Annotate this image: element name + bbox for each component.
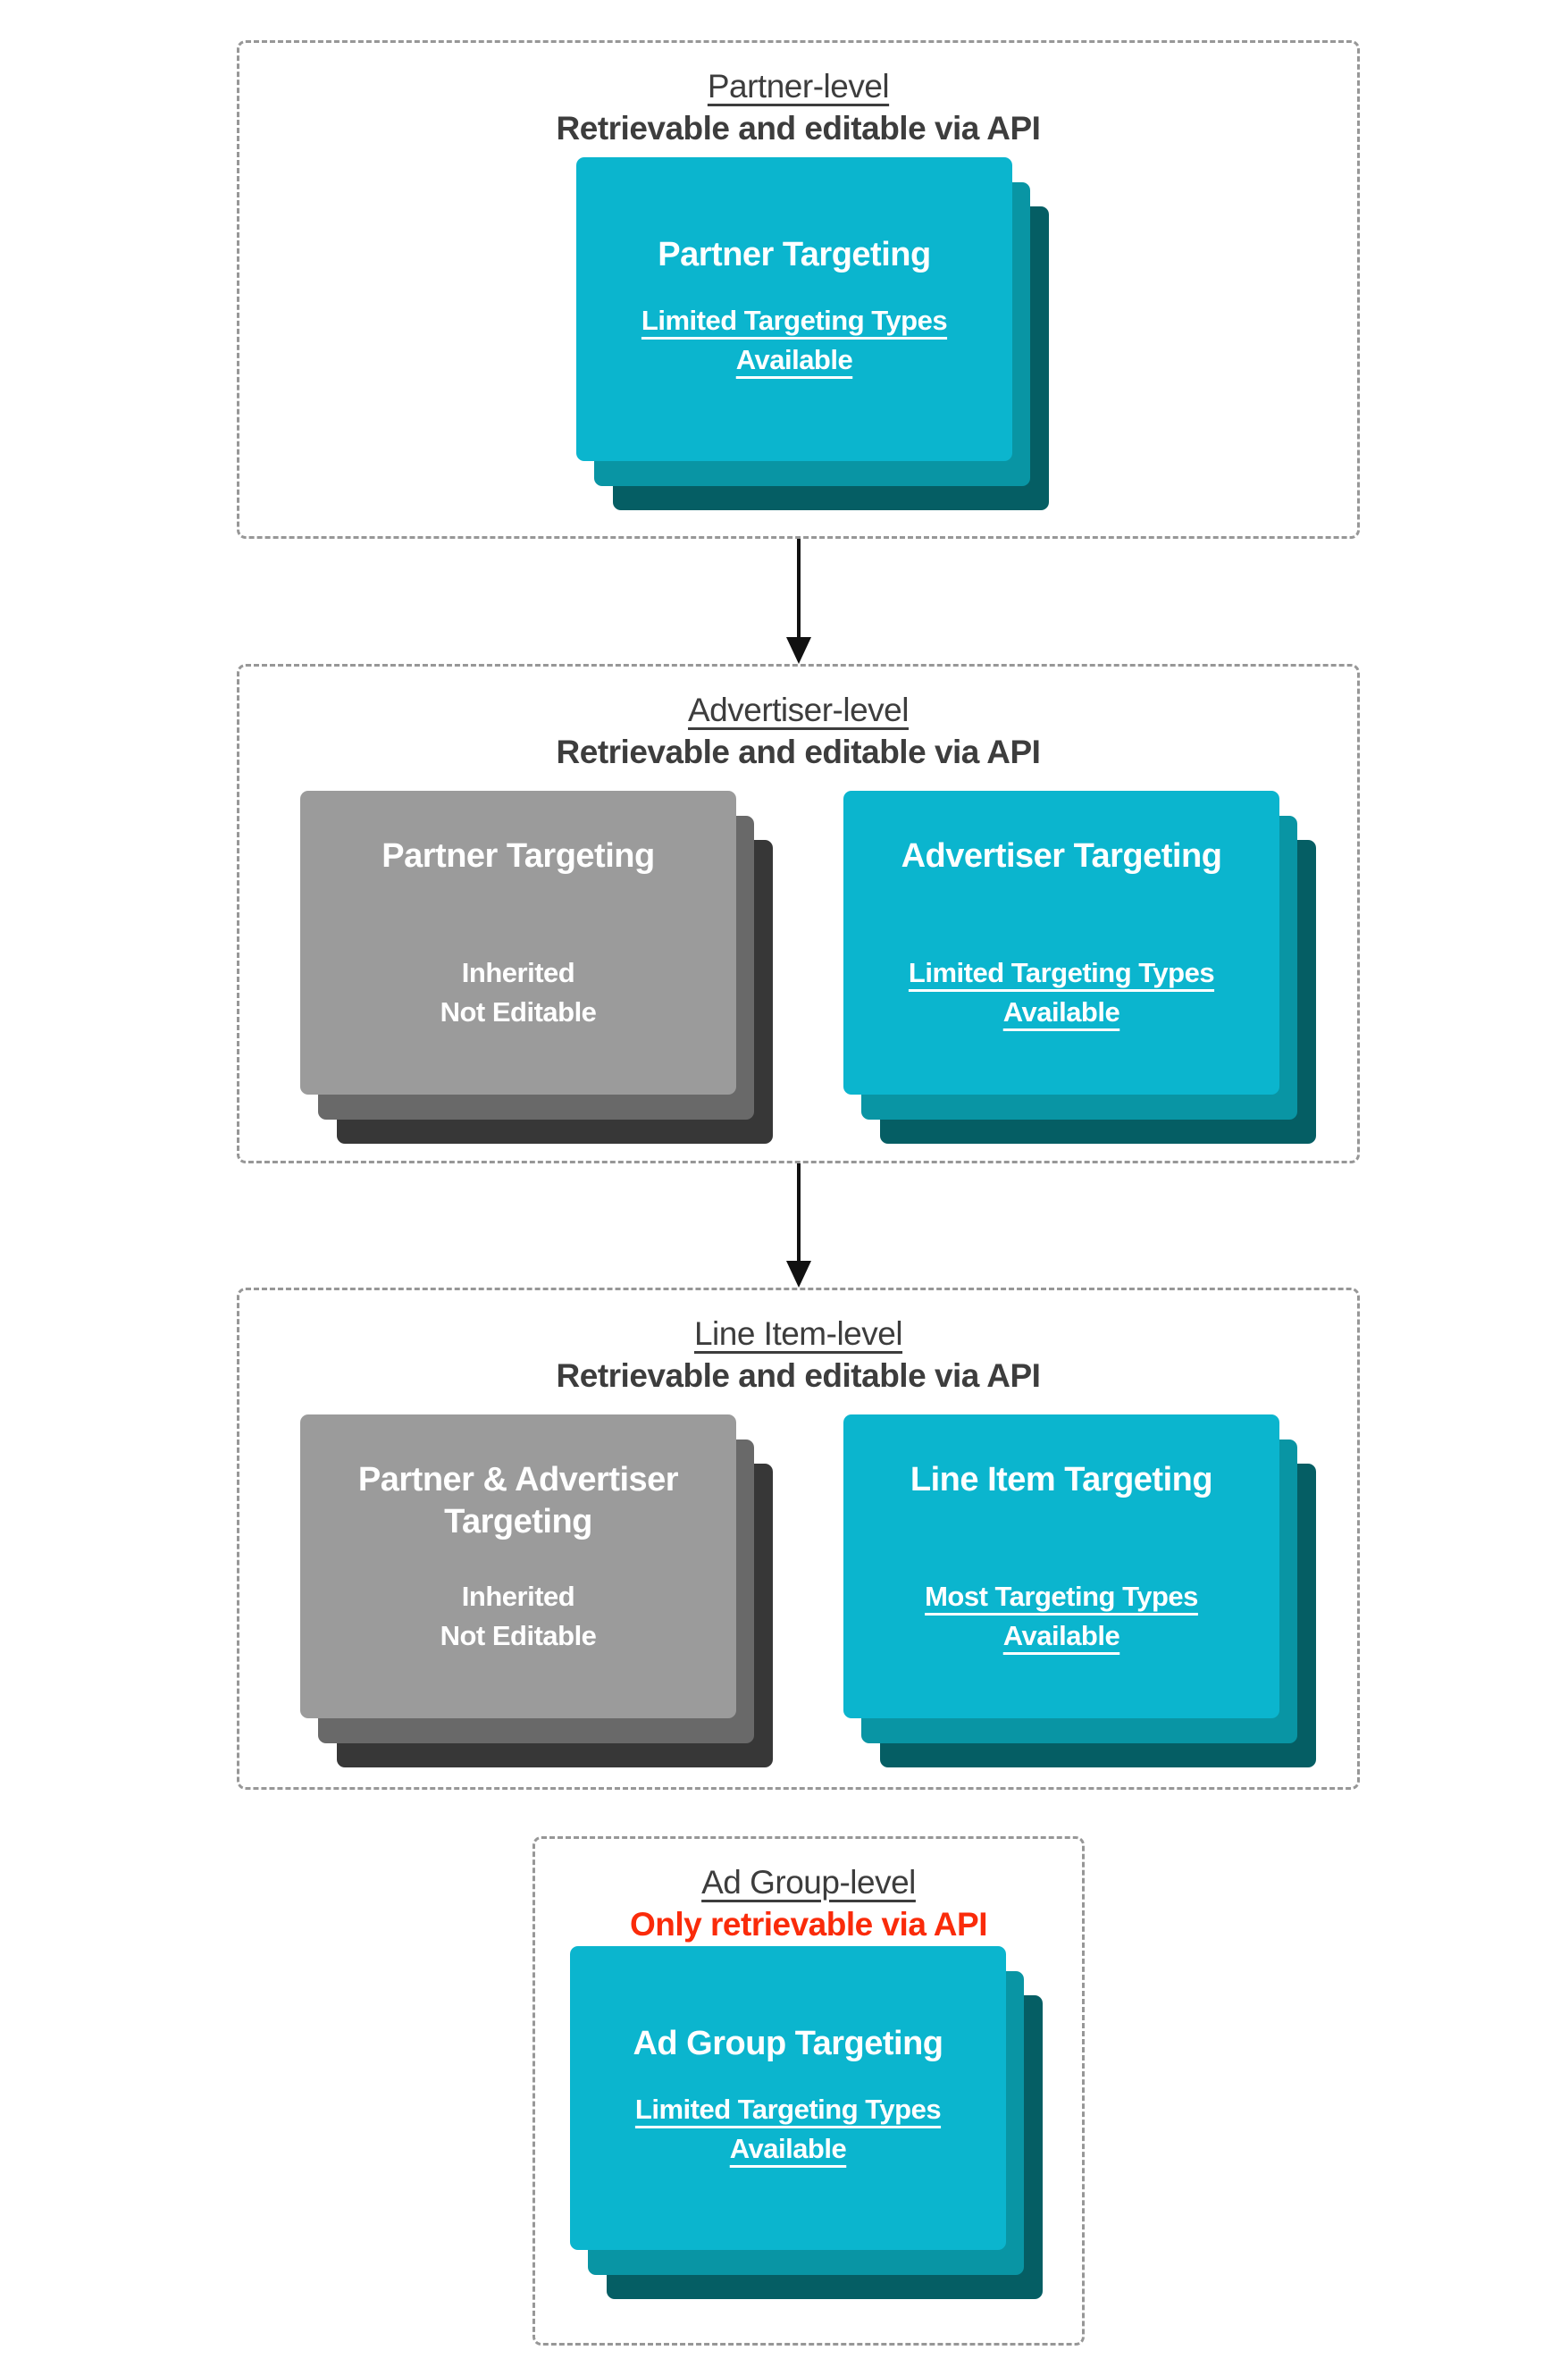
card-title-line: Advertiser Targeting bbox=[901, 837, 1222, 875]
arrow-head-icon bbox=[786, 1261, 811, 1288]
card-title-line: Targeting bbox=[444, 1503, 592, 1540]
card-stack-partner-targeting: Partner Targeting Limited Targeting Type… bbox=[576, 157, 1049, 510]
card-subtitle: Inherited Not Editable bbox=[440, 953, 597, 1032]
card-subtitle: Limited Targeting Types Available bbox=[908, 953, 1215, 1032]
section-title: Partner-level bbox=[707, 68, 890, 105]
card-subtitle-line: Inherited bbox=[461, 1581, 575, 1612]
section-header: Ad Group-level Only retrievable via API bbox=[535, 1839, 1082, 1945]
card-stack-inherited-partner-targeting: Partner Targeting Inherited Not Editable bbox=[300, 791, 773, 1144]
card-title: Partner Targeting bbox=[382, 835, 655, 919]
arrow-line bbox=[797, 539, 801, 637]
card-subtitle-line: Limited Targeting Types bbox=[634, 2094, 942, 2125]
section-access-note: Retrievable and editable via API bbox=[556, 734, 1041, 770]
targeting-card: Partner Targeting Limited Targeting Type… bbox=[576, 157, 1012, 461]
card-subtitle-line: Available bbox=[1002, 1620, 1120, 1651]
card-title: Partner Targeting bbox=[658, 234, 931, 276]
section-access-note: Retrievable and editable via API bbox=[556, 110, 1041, 147]
card-title-line: Partner Targeting bbox=[382, 837, 655, 875]
targeting-card: Partner & Advertiser Targeting Inherited… bbox=[300, 1414, 736, 1718]
card-subtitle: Limited Targeting Types Available bbox=[641, 301, 948, 380]
card-subtitle: Most Targeting Types Available bbox=[925, 1577, 1198, 1656]
card-subtitle-line: Limited Targeting Types bbox=[641, 305, 948, 336]
card-stack-advertiser-targeting: Advertiser Targeting Limited Targeting T… bbox=[843, 791, 1316, 1144]
card-stack-inherited-partner-advertiser-targeting: Partner & Advertiser Targeting Inherited… bbox=[300, 1414, 773, 1767]
section-advertiser-level: Advertiser-level Retrievable and editabl… bbox=[237, 664, 1360, 1163]
arrow-partner-to-advertiser bbox=[786, 539, 811, 664]
card-subtitle: Inherited Not Editable bbox=[440, 1577, 597, 1656]
section-title: Ad Group-level bbox=[701, 1864, 916, 1901]
section-access-note: Only retrievable via API bbox=[630, 1906, 988, 1943]
card-subtitle-line: Available bbox=[729, 2133, 847, 2164]
card-stack-ad-group-targeting: Ad Group Targeting Limited Targeting Typ… bbox=[570, 1946, 1043, 2299]
card-subtitle-line: Inherited bbox=[461, 957, 575, 988]
card-subtitle-line: Not Editable bbox=[440, 1620, 597, 1651]
section-partner-level: Partner-level Retrievable and editable v… bbox=[237, 40, 1360, 539]
card-title-line: Partner & Advertiser bbox=[357, 1461, 679, 1498]
section-access-note: Retrievable and editable via API bbox=[556, 1357, 1041, 1394]
card-subtitle-line: Available bbox=[1002, 996, 1120, 1028]
section-header: Advertiser-level Retrievable and editabl… bbox=[239, 667, 1357, 773]
arrow-advertiser-to-line-item bbox=[786, 1163, 811, 1288]
card-title: Ad Group Targeting bbox=[633, 2023, 943, 2065]
arrow-line bbox=[797, 1163, 801, 1261]
section-header: Line Item-level Retrievable and editable… bbox=[239, 1290, 1357, 1397]
section-ad-group-level: Ad Group-level Only retrievable via API … bbox=[532, 1836, 1085, 2346]
card-title: Advertiser Targeting bbox=[901, 835, 1222, 919]
card-subtitle-line: Not Editable bbox=[440, 996, 597, 1028]
card-subtitle-line: Most Targeting Types bbox=[925, 1581, 1198, 1612]
section-header: Partner-level Retrievable and editable v… bbox=[239, 43, 1357, 149]
card-subtitle: Limited Targeting Types Available bbox=[634, 2090, 942, 2169]
card-stack-line-item-targeting: Line Item Targeting Most Targeting Types… bbox=[843, 1414, 1316, 1767]
card-title-line: Line Item Targeting bbox=[910, 1461, 1213, 1498]
targeting-card: Advertiser Targeting Limited Targeting T… bbox=[843, 791, 1279, 1095]
targeting-card: Partner Targeting Inherited Not Editable bbox=[300, 791, 736, 1095]
section-line-item-level: Line Item-level Retrievable and editable… bbox=[237, 1288, 1360, 1790]
card-title-line: Partner Targeting bbox=[658, 236, 931, 273]
card-subtitle-line: Available bbox=[735, 344, 853, 375]
targeting-card: Line Item Targeting Most Targeting Types… bbox=[843, 1414, 1279, 1718]
section-title: Advertiser-level bbox=[688, 692, 909, 728]
card-title: Line Item Targeting bbox=[910, 1459, 1213, 1543]
card-title-line: Ad Group Targeting bbox=[633, 2025, 943, 2062]
section-title: Line Item-level bbox=[693, 1315, 903, 1352]
arrow-head-icon bbox=[786, 637, 811, 664]
card-title: Partner & Advertiser Targeting bbox=[357, 1459, 679, 1543]
targeting-card: Ad Group Targeting Limited Targeting Typ… bbox=[570, 1946, 1006, 2250]
card-subtitle-line: Limited Targeting Types bbox=[908, 957, 1215, 988]
